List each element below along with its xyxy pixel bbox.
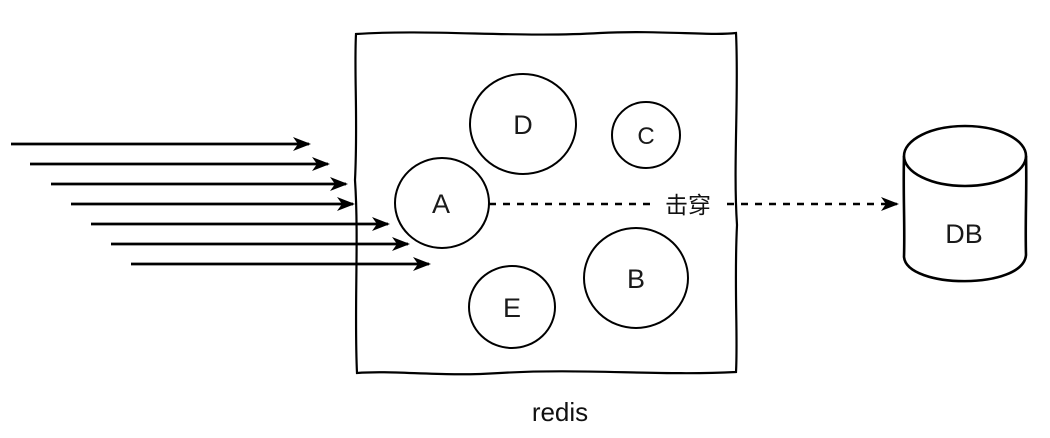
redis-caption: redis — [532, 397, 588, 427]
penetration-label: 击穿 — [665, 192, 711, 218]
cache-key-d-label: D — [513, 110, 533, 140]
db-label: DB — [945, 219, 983, 249]
cache-key-e-label: E — [503, 293, 521, 323]
cache-key-labels: D C A B E — [432, 110, 655, 323]
cache-keys — [394, 73, 689, 349]
db-cylinder-top — [902, 124, 1028, 188]
cache-key-e-circle — [468, 265, 556, 349]
cache-key-b-label: B — [627, 264, 645, 294]
cache-key-c-label: C — [637, 123, 654, 150]
cache-key-b-circle — [583, 227, 689, 329]
penetration-label-backdrop — [656, 189, 720, 220]
db-cylinder-body — [902, 155, 1028, 283]
request-arrows — [11, 137, 431, 271]
cache-key-a-label: A — [432, 189, 450, 219]
cache-key-c-circle — [611, 101, 681, 169]
cache-key-a-circle — [394, 157, 490, 249]
cache-key-d-circle — [469, 73, 577, 175]
db-cylinder: DB — [902, 124, 1028, 283]
